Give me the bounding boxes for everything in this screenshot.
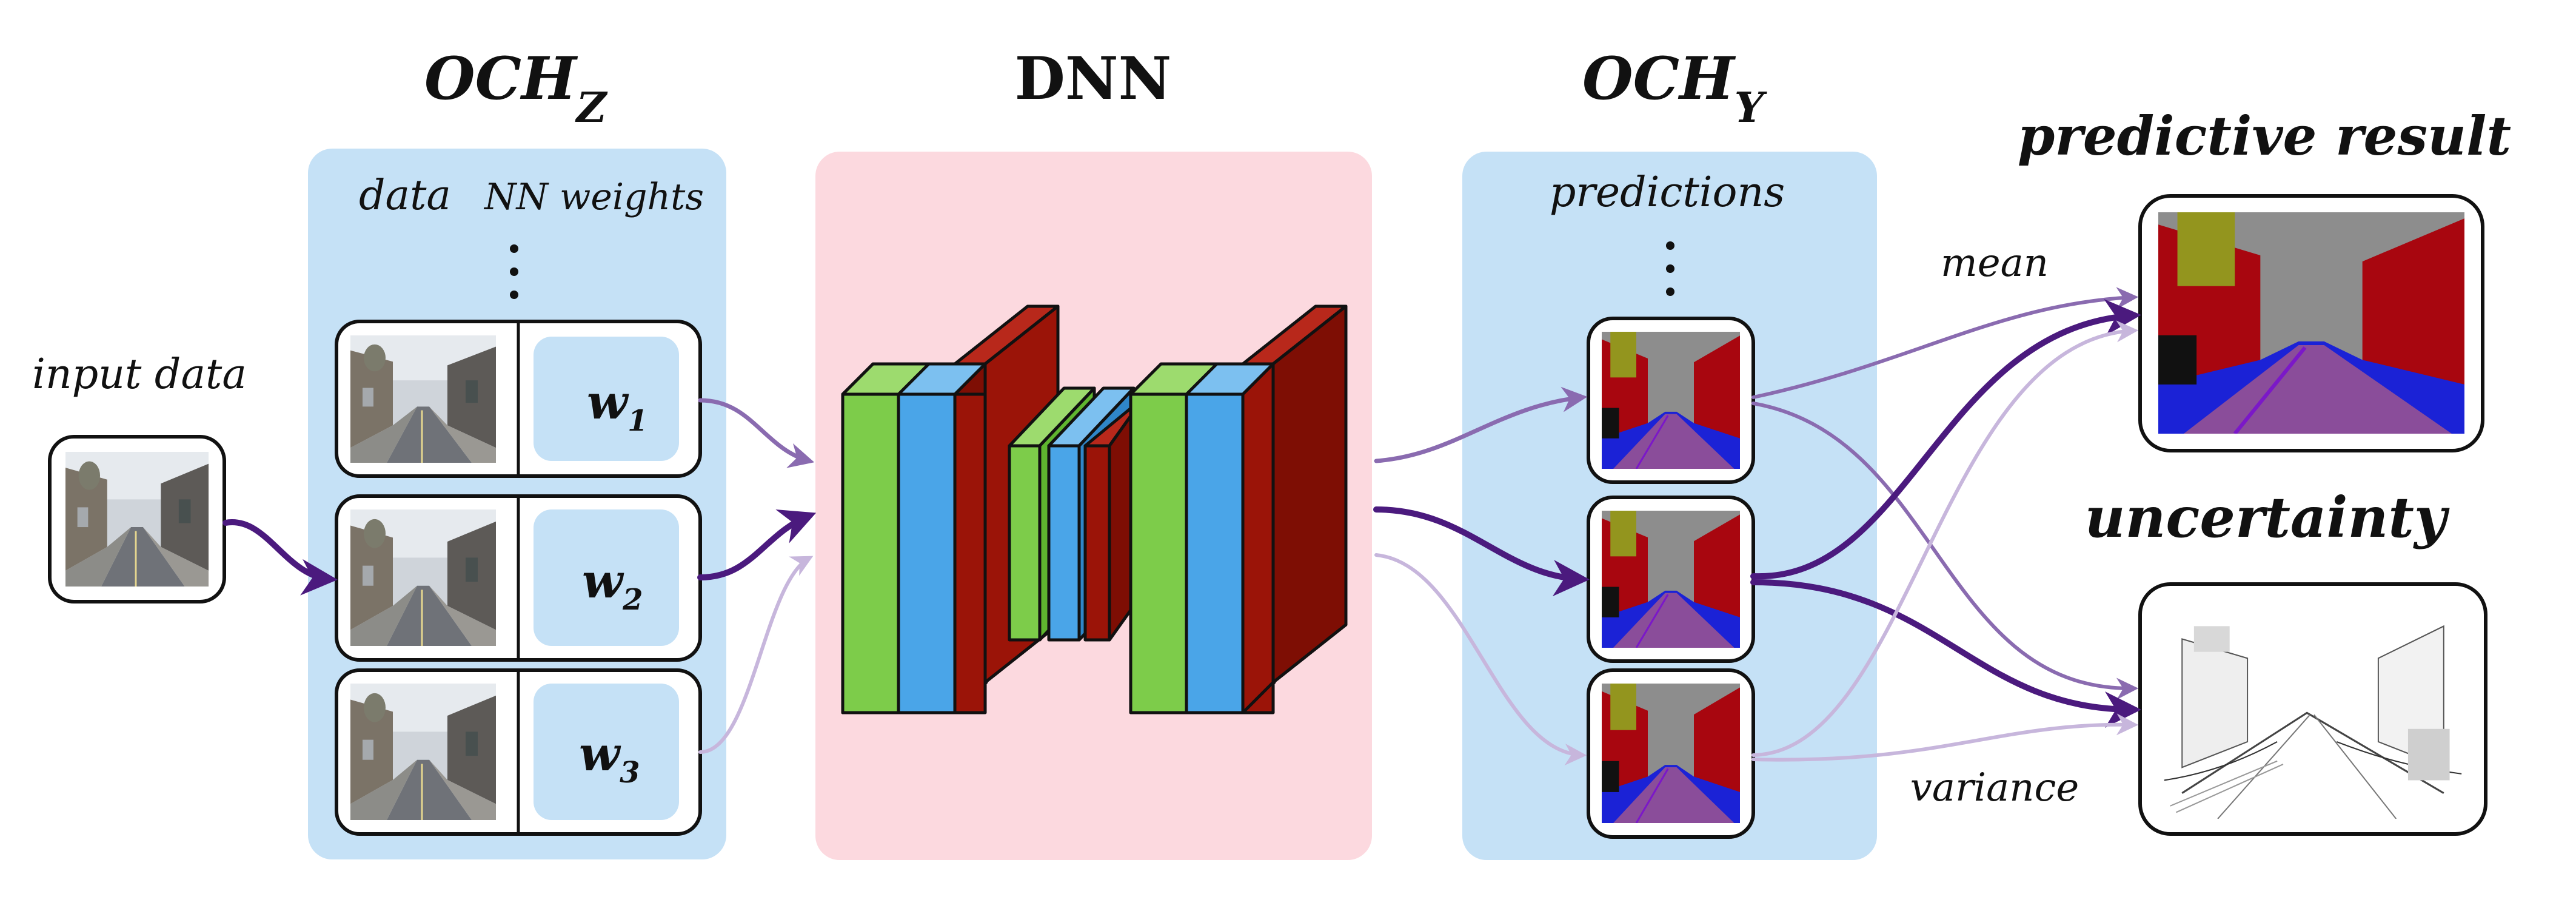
sample-3: w3 [335,668,702,836]
arrow-p1-mean [1751,287,2139,399]
arrow-w3 [698,556,814,754]
dnn-title: DNN [1015,44,1172,113]
uncertainty-box [2138,582,2487,836]
och-z-title: OCHZ [424,44,608,132]
uncertainty-title: uncertainty [2085,485,2450,550]
arrow-p3 [1374,553,1587,765]
arrows [222,287,2141,765]
sample-1: w1 [335,320,702,478]
och-z-ellipsis-icon [510,244,518,299]
arrow-p2 [1373,506,1590,597]
och-y-title: OCHY [1582,44,1767,132]
predictive-result-title: predictive result [2018,104,2511,167]
prediction-3 [1587,668,1755,839]
prediction-1 [1587,317,1755,484]
weight-box-3 [534,684,679,820]
weight-box-1 [534,337,679,461]
data-label: data [359,172,451,220]
mean-label: mean [1941,241,2049,286]
predictions-label: predictions [1550,169,1785,217]
arrow-p3-mean [1751,320,2139,757]
sample-image-2 [350,509,496,646]
nn-weights-label: NN weights [483,176,704,218]
predictive-result-box [2138,194,2484,452]
weight-2: w2 [582,554,643,617]
weight-1: w1 [587,375,648,438]
variance-label: variance [1910,765,2079,810]
weight-3: w3 [579,727,640,790]
arrow-p1-var [1751,402,2139,700]
arrow-p2-var [1750,579,2141,728]
arrow-input [222,519,338,596]
och-y-ellipsis-icon [1666,241,1674,296]
arrow-w2 [697,509,817,580]
layer-red-3 [1241,304,1348,714]
sample-2: w2 [335,494,702,662]
arrow-p3-var [1751,713,2139,762]
input-image [65,452,209,587]
arrow-p2-mean [1750,299,2141,580]
sample-image-3 [350,684,496,820]
arrow-p1 [1374,386,1588,463]
prediction-2 [1587,496,1755,663]
dnn-layers [841,304,1348,714]
input-data-label: input data [32,351,247,398]
arrow-w1 [698,398,815,468]
weight-box-2 [534,509,679,646]
sample-image-1 [350,335,496,463]
